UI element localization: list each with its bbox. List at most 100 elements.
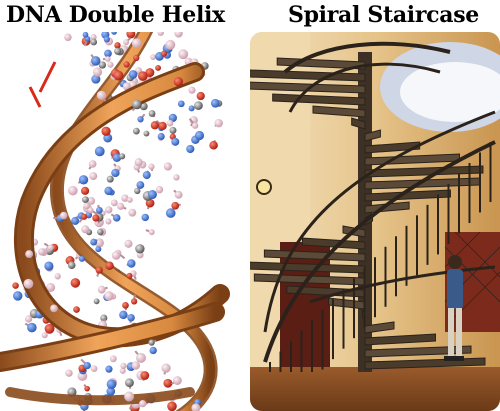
atom-sphere (97, 228, 104, 236)
atom-sphere (81, 186, 90, 195)
atom-sphere (84, 385, 90, 392)
stair-step (364, 129, 381, 142)
atom-sphere (163, 378, 173, 388)
atom-sphere (196, 91, 205, 101)
atom-sphere (92, 67, 103, 77)
atom-sphere (67, 387, 77, 397)
atom-sphere (178, 49, 189, 60)
staircase-title: Spiral Staircase (288, 2, 479, 28)
atom-sphere (106, 175, 114, 183)
atom-sphere (143, 130, 150, 137)
atom-sphere (112, 214, 121, 222)
atom-sphere (98, 61, 107, 69)
atom-sphere (131, 361, 141, 370)
spiral-staircase-image (250, 32, 500, 411)
stair-step (364, 201, 410, 214)
atom-sphere (24, 315, 33, 323)
atom-sphere (150, 121, 159, 130)
atom-sphere (173, 77, 184, 87)
atom-sphere (90, 34, 97, 41)
atom-sphere (111, 32, 117, 35)
atom-sphere (23, 278, 34, 289)
atom-sphere (70, 278, 81, 288)
atom-sphere (121, 194, 129, 202)
atom-sphere (71, 216, 80, 225)
atom-sphere (81, 225, 90, 234)
atom-sphere (117, 202, 125, 210)
atom-sphere (81, 213, 88, 220)
atom-sphere (172, 376, 182, 385)
atom-sphere (109, 355, 117, 363)
atom-sphere (50, 304, 58, 313)
stair-step (301, 237, 366, 250)
atom-sphere (73, 306, 80, 313)
atom-sphere (171, 137, 180, 146)
atom-sphere (113, 70, 124, 81)
atom-sphere (83, 361, 91, 370)
dna-double-helix-image (0, 32, 238, 411)
stair-step (364, 333, 436, 346)
atom-sphere (128, 208, 137, 217)
atom-sphere (150, 54, 156, 60)
atom-sphere (125, 378, 134, 388)
atom-sphere (12, 282, 19, 289)
atom-sphere (136, 352, 146, 363)
atom-sphere (107, 61, 114, 68)
atom-sphere (65, 369, 73, 377)
atom-sphere (157, 132, 165, 140)
atom-sphere (87, 196, 96, 205)
atom-sphere (155, 64, 162, 71)
atom-sphere (134, 158, 143, 167)
atom-sphere (111, 251, 121, 260)
atom-sphere (158, 121, 167, 131)
atom-sphere (147, 190, 157, 200)
atom-sphere (82, 32, 89, 38)
atom-sphere (127, 259, 136, 268)
atom-sphere (188, 105, 195, 112)
atom-sphere (103, 36, 110, 43)
atom-sphere (38, 248, 46, 256)
atom-sphere (194, 130, 205, 141)
stair-step (351, 117, 366, 130)
atom-sphere (136, 181, 145, 189)
atom-sphere (209, 140, 218, 150)
stair-step (364, 189, 451, 202)
atom-sphere (124, 239, 133, 248)
atom-sphere (120, 362, 127, 369)
atom-sphere (95, 246, 102, 253)
atom-sphere (112, 153, 122, 163)
atom-sphere (191, 403, 201, 411)
atom-sphere (131, 298, 138, 305)
atom-sphere (122, 302, 129, 309)
atom-sphere (157, 32, 164, 36)
atom-sphere (166, 119, 174, 127)
atom-sphere (27, 322, 37, 333)
atom-sphere (137, 71, 148, 81)
atom-sphere (92, 214, 100, 222)
atom-sphere (174, 32, 183, 38)
atom-sphere (124, 391, 135, 402)
atom-sphere (135, 244, 145, 254)
atom-sphere (186, 144, 195, 154)
atom-sphere (87, 207, 94, 214)
atom-sphere (54, 273, 61, 280)
atom-sphere (149, 346, 157, 355)
atom-sphere (131, 38, 142, 49)
atom-sphere (96, 90, 107, 101)
atom-sphere (25, 250, 34, 259)
stair-step (364, 321, 395, 334)
atom-sphere (12, 291, 23, 301)
atom-sphere (145, 68, 155, 78)
atom-sphere (139, 400, 147, 408)
atom-sphere (214, 118, 223, 128)
atom-sphere (93, 298, 100, 305)
atom-sphere (173, 174, 180, 181)
atom-sphere (114, 47, 122, 55)
atom-sphere (177, 100, 185, 108)
atom-sphere (105, 218, 112, 225)
atom-sphere (148, 229, 155, 236)
atom-sphere (105, 261, 114, 270)
atom-sphere (127, 197, 133, 203)
atom-sphere (64, 33, 72, 42)
atom-sphere (210, 98, 220, 108)
